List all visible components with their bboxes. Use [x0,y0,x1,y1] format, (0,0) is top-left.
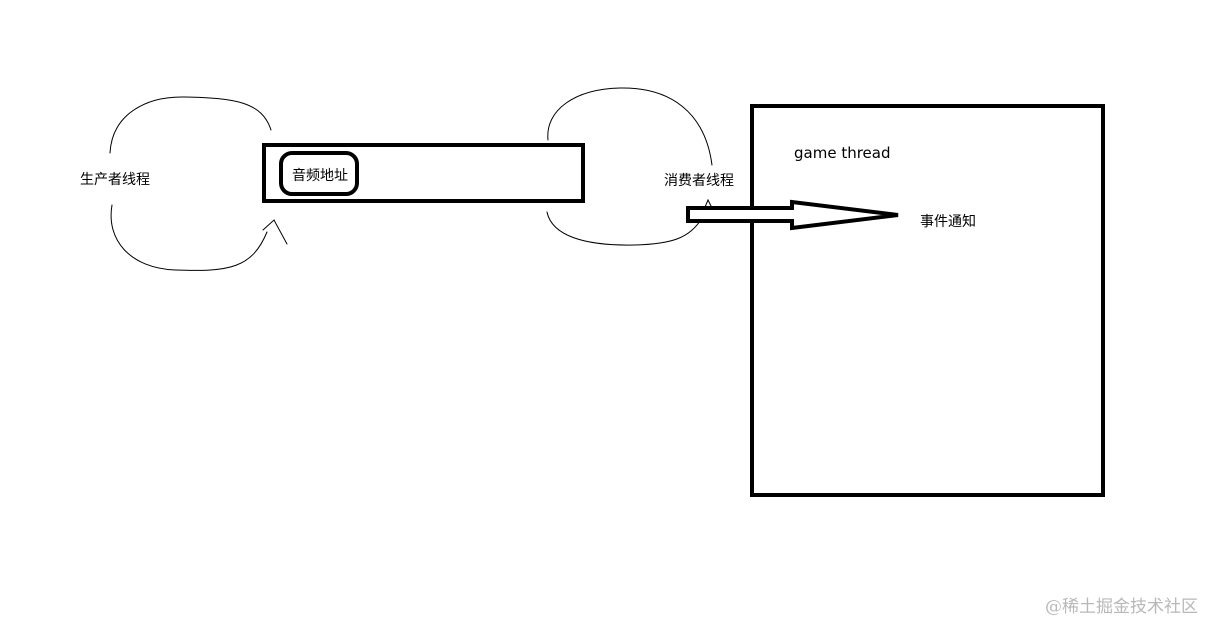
producer-loop-bottom-arc [110,204,268,271]
audio-address-label: 音频地址 [292,168,348,184]
consumer-loop-bottom-arc [546,211,703,246]
game-thread-box [750,104,1105,497]
producer-thread-label: 生产者线程 [80,172,150,188]
consumer-thread-label: 消费者线程 [664,173,734,189]
game-thread-label: game thread [794,144,891,162]
producer-loop [109,96,288,271]
producer-loop-arrowhead [262,219,288,245]
watermark: @稀土掘金技术社区 [1045,597,1198,617]
producer-loop-top-arc [109,96,272,154]
event-notify-label: 事件通知 [920,214,976,230]
event-notify-arrow [686,199,899,231]
consumer-loop-top-arc [547,87,713,166]
audio-buffer-box [262,143,585,203]
audio-address-item-outline [279,151,359,196]
